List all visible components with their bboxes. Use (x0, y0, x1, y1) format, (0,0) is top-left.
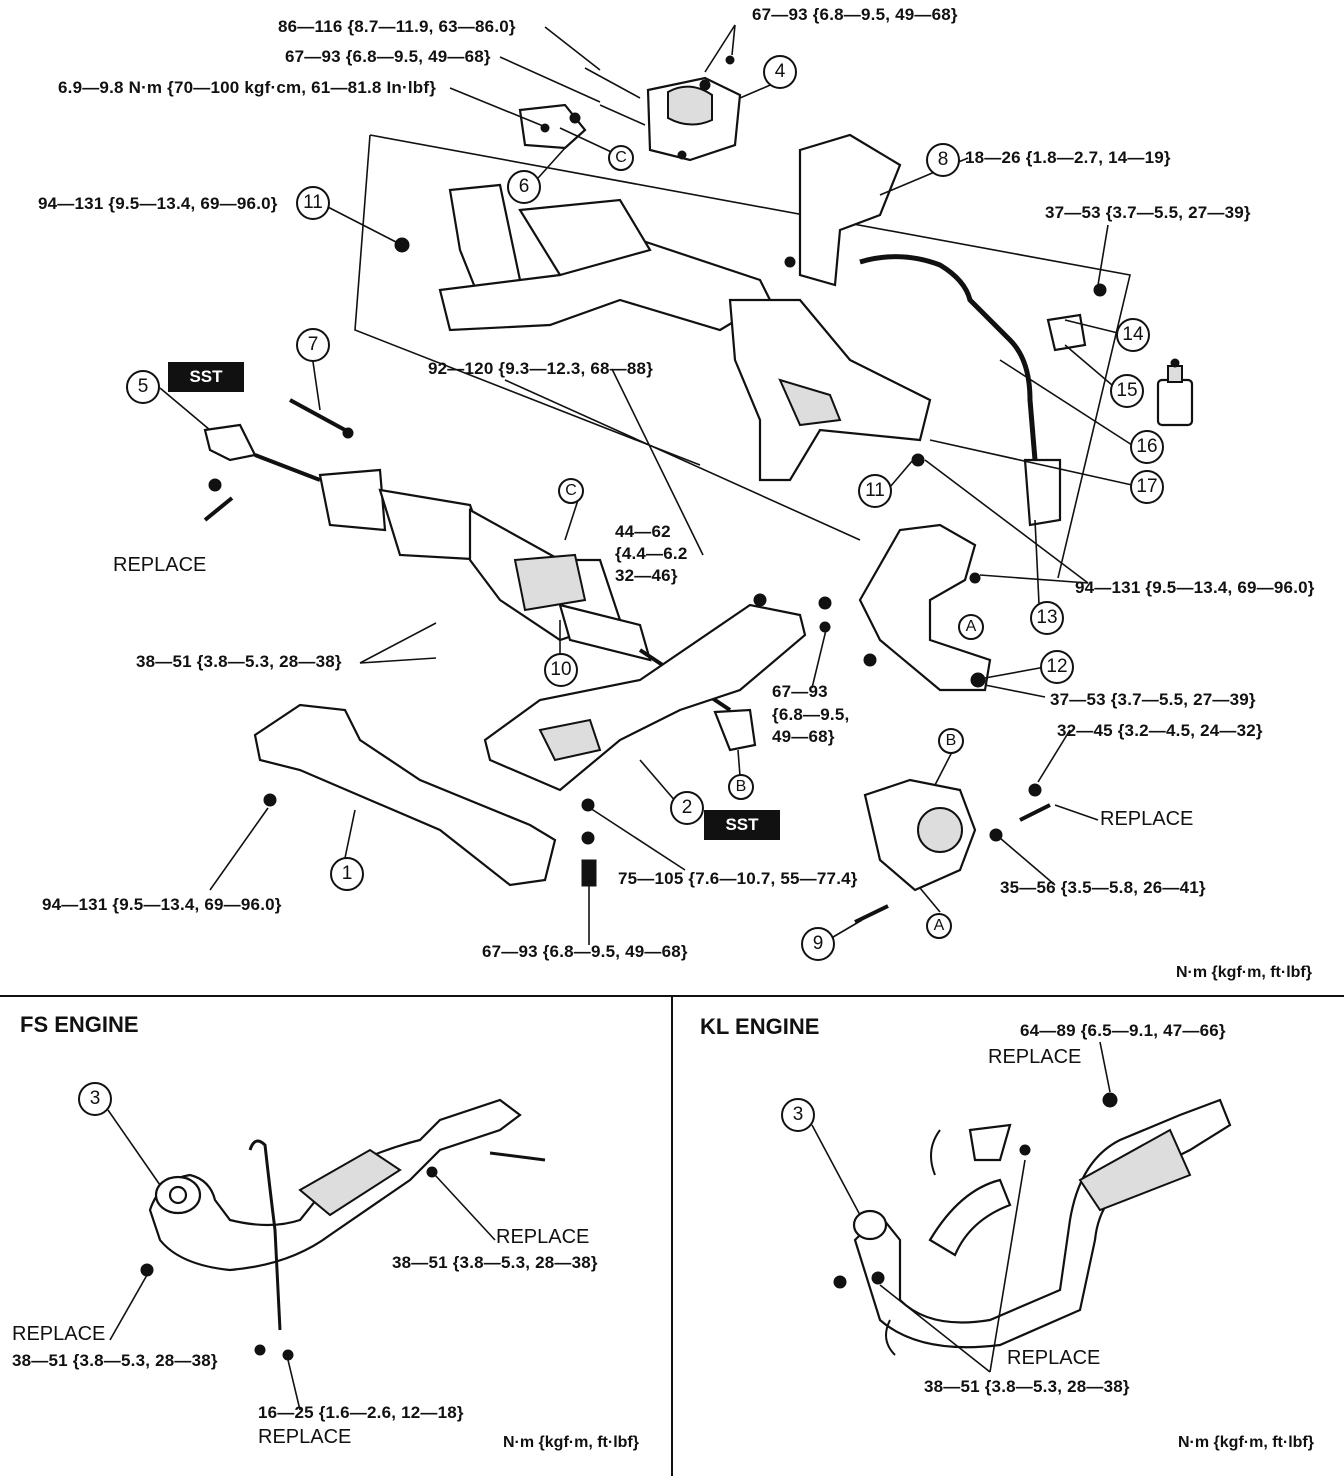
torque-label-9c: 32—46} (615, 566, 678, 585)
units-kl: N·m {kgf·m, ft·lbf} (1178, 1434, 1314, 1451)
kl-torque-top: 64—89 {6.5—9.1, 47—66} (1020, 1021, 1226, 1040)
torque-label-7: 37—53 {3.7—5.5, 27—39} (1045, 203, 1251, 222)
torque-label-16: 75—105 {7.6—10.7, 55—77.4} (618, 869, 858, 888)
torque-label-4: 6.9—9.8 N·m {70—100 kgf·cm, 61—81.8 In·l… (58, 78, 437, 97)
kl-replace-bottom: REPLACE (1007, 1347, 1101, 1369)
torque-label-1: 86—116 {8.7—11.9, 63—86.0} (278, 17, 516, 36)
torque-label-9a: 44—62 (615, 522, 671, 541)
units-fs: N·m {kgf·m, ft·lbf} (503, 1434, 639, 1451)
fs-replace-bottom: REPLACE (258, 1426, 352, 1448)
fs-torque-left: 38—51 {3.8—5.3, 28—38} (12, 1351, 218, 1370)
callout-12: 12 (1040, 650, 1074, 684)
torque-label-12b: {6.8—9.5, (772, 705, 850, 724)
callout-4: 4 (763, 55, 797, 89)
callout-15: 15 (1110, 374, 1144, 408)
kl-engine-title: KL ENGINE (700, 1014, 820, 1039)
callout-5: 5 (126, 370, 160, 404)
callout-17: 17 (1130, 470, 1164, 504)
fs-torque-right: 38—51 {3.8—5.3, 28—38} (392, 1253, 598, 1272)
callout-b-tierod: B (728, 774, 754, 800)
torque-label-5: 18—26 {1.8—2.7, 14—19} (965, 148, 1171, 167)
callout-6: 6 (507, 170, 541, 204)
callout-11-lower: 11 (858, 474, 892, 508)
callout-9: 9 (801, 927, 835, 961)
callout-b-knuckle: B (938, 728, 964, 754)
torque-label-11: 38—51 {3.8—5.3, 28—38} (136, 652, 342, 671)
torque-label-14: 32—45 {3.2—4.5, 24—32} (1057, 721, 1263, 740)
callout-c-lower: C (558, 478, 584, 504)
callout-8: 8 (926, 143, 960, 177)
torque-label-15: 35—56 {3.5—5.8, 26—41} (1000, 878, 1206, 897)
replace-note-knuckle: REPLACE (1100, 808, 1194, 830)
callout-13: 13 (1030, 601, 1064, 635)
fs-replace-left: REPLACE (12, 1323, 106, 1345)
sst-badge-lower: SST (704, 810, 780, 840)
torque-label-6: 94—131 {9.5—13.4, 69—96.0} (38, 194, 278, 213)
torque-label-18: 67—93 {6.8—9.5, 49—68} (482, 942, 688, 961)
fs-replace-right: REPLACE (496, 1226, 590, 1248)
callout-14: 14 (1116, 318, 1150, 352)
torque-label-2: 67—93 {6.8—9.5, 49—68} (752, 5, 958, 24)
torque-label-10: 94—131 {9.5—13.4, 69—96.0} (1075, 578, 1315, 597)
fs-torque-bottom: 16—25 {1.6—2.6, 12—18} (258, 1403, 464, 1422)
torque-label-13: 37—53 {3.7—5.5, 27—39} (1050, 690, 1256, 709)
fs-engine-title: FS ENGINE (20, 1012, 139, 1037)
callout-a-knuckle: A (926, 913, 952, 939)
torque-label-12c: 49—68} (772, 727, 835, 746)
callout-2: 2 (670, 791, 704, 825)
callout-c-upper: C (608, 145, 634, 171)
torque-label-9b: {4.4—6.2 (615, 544, 688, 563)
torque-label-8: 92—120 {9.3—12.3, 68—88} (428, 359, 654, 378)
callout-7: 7 (296, 328, 330, 362)
kl-replace-top: REPLACE (988, 1046, 1082, 1068)
callout-a-arm: A (958, 614, 984, 640)
callout-3-fs: 3 (78, 1082, 112, 1116)
callout-16: 16 (1130, 430, 1164, 464)
units-main: N·m {kgf·m, ft·lbf} (1176, 964, 1312, 981)
callout-1: 1 (330, 857, 364, 891)
torque-label-12a: 67—93 (772, 682, 828, 701)
sst-badge-upper: SST (168, 362, 244, 392)
replace-note-tie-rod: REPLACE (113, 554, 207, 576)
kl-torque-bottom: 38—51 {3.8—5.3, 28—38} (924, 1377, 1130, 1396)
torque-label-17: 94—131 {9.5—13.4, 69—96.0} (42, 895, 282, 914)
torque-label-3: 67—93 {6.8—9.5, 49—68} (285, 47, 491, 66)
callout-3-kl: 3 (781, 1098, 815, 1132)
callout-10: 10 (544, 653, 578, 687)
callout-11-upper: 11 (296, 186, 330, 220)
